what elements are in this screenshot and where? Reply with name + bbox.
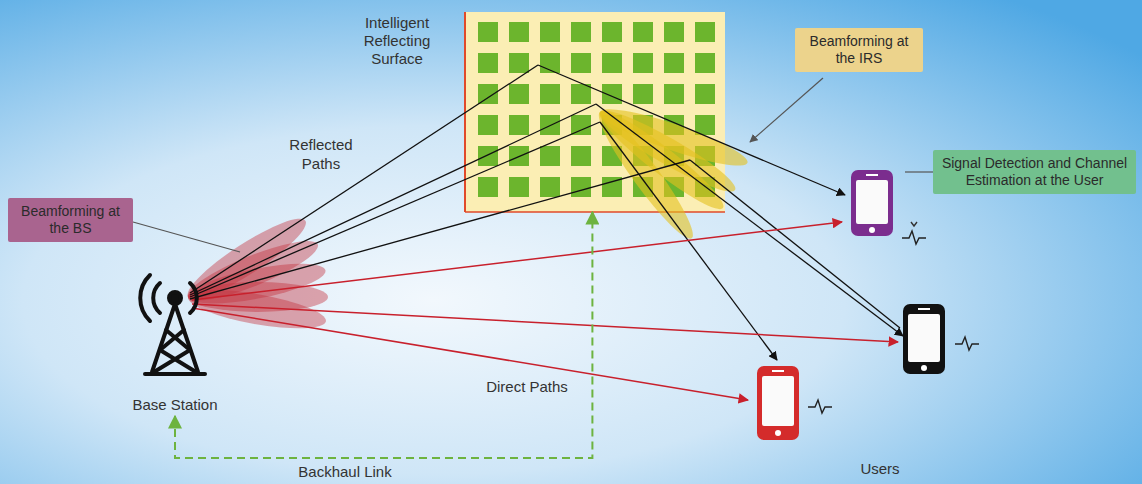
leader-line: [133, 222, 240, 252]
irs-element: [571, 146, 591, 166]
irs-element: [478, 53, 498, 73]
user-phone: [851, 170, 893, 236]
leader-line: [750, 78, 823, 142]
irs-element: [664, 53, 684, 73]
irs-element: [695, 115, 715, 135]
irs-node: Intelligent Reflecting Surface: [465, 12, 725, 212]
user-phone: [903, 304, 945, 374]
callout-box: Beamforming at the IRS: [795, 28, 923, 72]
irs-element: [633, 22, 653, 42]
irs-element: [478, 22, 498, 42]
user-phone: [757, 366, 799, 440]
callout-text: Signal Detection and Channel Estimation …: [941, 155, 1128, 189]
irs-element: [478, 84, 498, 104]
irs-element: [633, 53, 653, 73]
path-label: Direct Paths: [462, 378, 592, 397]
irs-element: [633, 84, 653, 104]
irs-element: [571, 115, 591, 135]
callout-box: Signal Detection and Channel Estimation …: [933, 150, 1136, 194]
irs-element: [509, 22, 529, 42]
callout-text: Beamforming at the BS: [16, 203, 125, 237]
irs-element: [540, 84, 560, 104]
irs-element: [540, 177, 560, 197]
irs-element: [571, 22, 591, 42]
surface-title: Intelligent Reflecting Surface: [345, 14, 449, 68]
irs-element: [571, 177, 591, 197]
signal-waveform: [808, 222, 979, 413]
irs-element: [602, 53, 622, 73]
group-label: Users: [830, 460, 930, 479]
backhaul-link: [175, 212, 592, 458]
irs-element: [540, 146, 560, 166]
irs-element: [478, 146, 498, 166]
irs-element: [478, 177, 498, 197]
irs-element: [509, 53, 529, 73]
irs-element: [509, 177, 529, 197]
callout-text: Beamforming at the IRS: [803, 33, 915, 67]
base-station-icon: [140, 275, 205, 374]
irs-element: [695, 22, 715, 42]
irs-element: [695, 53, 715, 73]
leader-line: [905, 171, 933, 172]
irs-element: [571, 84, 591, 104]
irs-element: [571, 53, 591, 73]
base-station-node: Base Station: [118, 250, 232, 416]
bs-beams: [180, 208, 329, 336]
callout-box: Beamforming at the BS: [8, 198, 133, 242]
irs-element: [509, 84, 529, 104]
irs-element: [540, 22, 560, 42]
station-label: Base Station: [118, 396, 232, 414]
path-label: Reflected Paths: [276, 136, 366, 174]
irs-element: [664, 84, 684, 104]
irs-element: [602, 22, 622, 42]
irs-element: [664, 22, 684, 42]
beam-lobe: [589, 104, 702, 245]
irs-element: [695, 84, 715, 104]
irs-element: [509, 115, 529, 135]
irs-element: [478, 115, 498, 135]
reflected-paths: [190, 65, 903, 360]
edge-label: Backhaul Link: [290, 463, 400, 482]
